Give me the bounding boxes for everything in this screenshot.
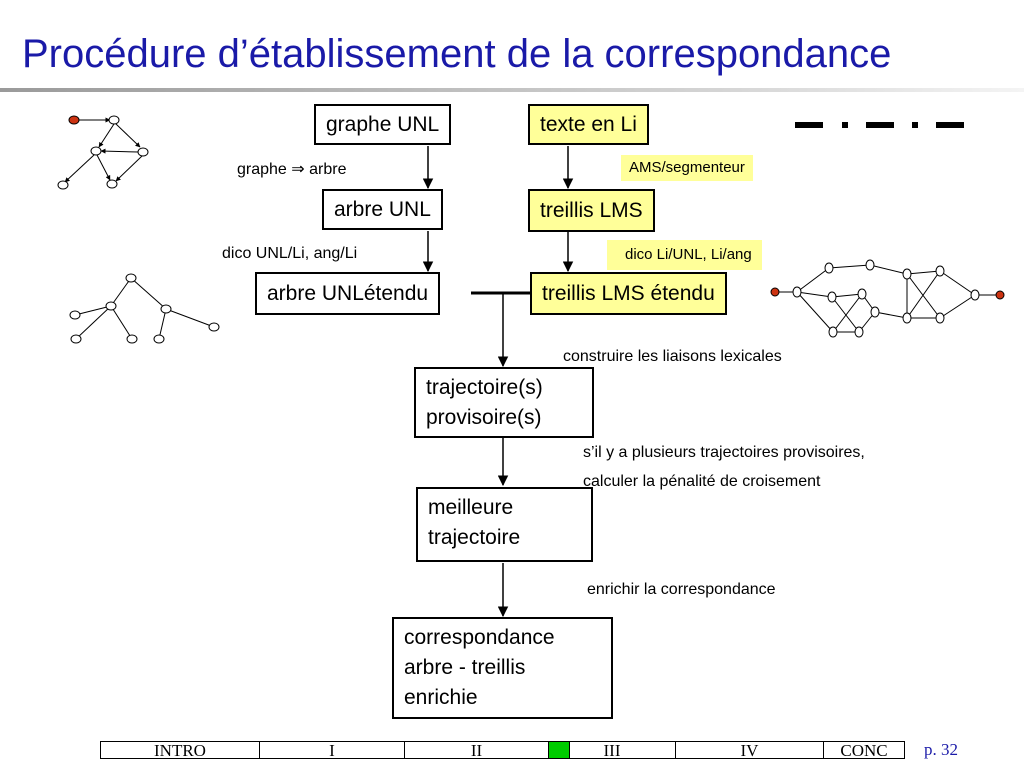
graph-icon	[57, 115, 149, 190]
nav-item-conc[interactable]: CONC	[840, 741, 888, 760]
note-plusieurs-trajectoires: s’il y a plusieurs trajectoires provisoi…	[583, 444, 865, 461]
current-section-marker	[549, 742, 570, 758]
lattice-icon	[770, 259, 1005, 338]
dash-dot-legend	[795, 122, 964, 128]
box-correspondance-enrichie: correspondance arbre - treillis enrichie	[392, 617, 613, 719]
box-line: trajectoire(s)	[426, 376, 543, 399]
page-title: Procédure d’établissement de la correspo…	[22, 32, 892, 76]
note-penalite-croisement: calculer la pénalité de croisement	[583, 473, 821, 490]
nav-item-intro[interactable]: INTRO	[101, 742, 260, 759]
title-divider	[0, 88, 1024, 92]
box-arbre-unl: arbre UNL	[322, 189, 443, 230]
note-dico-unl: dico UNL/Li, ang/Li	[222, 245, 358, 262]
note-arbre: arbre	[309, 161, 347, 178]
note-enrichir: enrichir la correspondance	[587, 581, 776, 598]
box-line: meilleure	[428, 496, 514, 519]
box-arbre-unl-etendu: arbre UNLétendu	[255, 272, 441, 315]
note-graphe-arbre: graphe ⇒ arbre	[237, 160, 347, 180]
tree-icon	[69, 273, 220, 344]
note-construire-liaisons: construire les liaisons lexicales	[563, 348, 782, 365]
box-line: correspondance	[404, 626, 555, 649]
box-treillis-lms: treillis LMS	[528, 189, 655, 232]
box-treillis-lms-etendu: treillis LMS étendu	[530, 272, 727, 315]
box-trajectoire-provisoire: trajectoire(s) provisoire(s)	[414, 367, 594, 438]
page-number: p. 32	[924, 740, 958, 759]
nav-item-i[interactable]: I	[260, 742, 405, 759]
box-line: arbre - treillis	[404, 656, 526, 679]
box-line: enrichie	[404, 686, 478, 709]
nav-item-iii-label: III	[603, 741, 621, 760]
tag-ams-segmenteur: AMS/segmenteur	[621, 155, 753, 181]
nav-item-iv[interactable]: IV	[676, 742, 824, 759]
box-graphe-unl: graphe UNL	[314, 104, 452, 145]
box-line: trajectoire	[428, 526, 521, 549]
box-texte-en-li: texte en Li	[528, 104, 649, 145]
box-line: provisoire(s)	[426, 406, 542, 429]
tag-dico-li: dico Li/UNL, Li/ang	[607, 240, 762, 270]
nav-item-iii[interactable]: III	[549, 741, 676, 760]
flow-arrows	[422, 146, 574, 618]
note-graphe: graphe	[237, 161, 287, 178]
box-meilleure-trajectoire: meilleure trajectoire	[416, 487, 593, 562]
nav-item-ii[interactable]: II	[405, 742, 549, 759]
section-nav: INTRO I II III IV CONC	[100, 741, 905, 759]
implies-icon: ⇒	[291, 161, 305, 178]
